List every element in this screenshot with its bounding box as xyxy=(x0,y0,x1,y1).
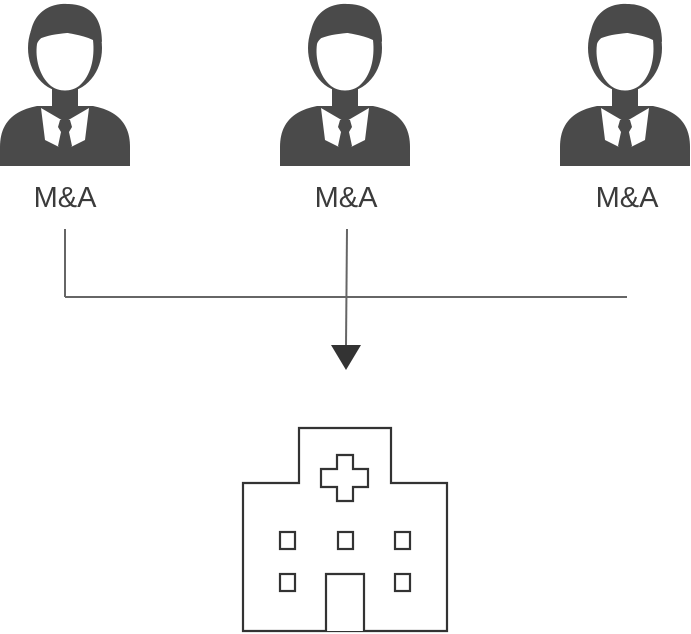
person-label: M&A xyxy=(315,182,379,214)
connector-center xyxy=(345,228,348,347)
person-label: M&A xyxy=(596,182,660,214)
arrow-down-icon xyxy=(331,345,361,370)
person-icon xyxy=(280,3,410,167)
person-label: M&A xyxy=(34,182,98,214)
person-icon xyxy=(560,3,690,167)
hospital-icon xyxy=(241,426,449,633)
person-icon xyxy=(0,3,130,167)
